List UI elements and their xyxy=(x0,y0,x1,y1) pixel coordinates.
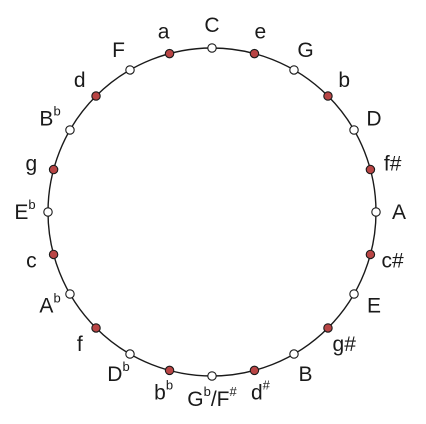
key-label: Eb xyxy=(14,197,35,224)
key-label-text: B xyxy=(39,107,53,130)
key-label-accidental: b xyxy=(122,358,129,373)
key-label-accidental: b xyxy=(53,290,60,305)
node-dot-major xyxy=(125,349,135,359)
key-label: C xyxy=(204,14,219,37)
node-dot-major xyxy=(43,207,53,217)
node-dot-major xyxy=(65,125,75,135)
key-label-text: b xyxy=(338,68,350,91)
key-label-text: D xyxy=(366,107,381,130)
key-label: g# xyxy=(333,333,357,356)
node-dot-minor xyxy=(365,164,376,175)
key-label-text: g xyxy=(26,152,38,175)
key-label-text: f xyxy=(77,333,83,356)
node-dot-minor xyxy=(164,365,175,376)
node-dot-minor xyxy=(91,91,101,101)
key-label-text: A xyxy=(39,294,53,317)
key-label: g xyxy=(26,152,38,175)
key-label: c xyxy=(26,249,37,272)
node-dot-minor xyxy=(365,249,376,260)
key-label-text: a xyxy=(158,20,170,43)
node-dot-major xyxy=(125,65,135,75)
key-label: a xyxy=(158,20,170,43)
key-label: E xyxy=(367,294,381,317)
key-label: G xyxy=(297,39,313,62)
key-label-text: f# xyxy=(384,152,402,175)
key-label-accidental: b xyxy=(28,197,35,212)
node-dot-minor xyxy=(249,48,260,59)
node-dot-major xyxy=(289,349,299,359)
key-label-text: A xyxy=(392,201,406,224)
node-dot-major xyxy=(289,65,299,75)
node-dot-minor xyxy=(164,48,175,59)
node-dot-minor xyxy=(91,323,101,333)
key-label: Gb/F# xyxy=(187,384,237,411)
node-dot-major xyxy=(65,289,75,299)
key-label-text: D xyxy=(107,362,122,385)
key-label: c# xyxy=(382,249,405,272)
key-label: Db xyxy=(107,358,129,385)
key-label-text: d xyxy=(74,68,86,91)
node-dot-minor xyxy=(48,249,59,260)
node-dot-major xyxy=(207,371,217,381)
key-label-text: c xyxy=(26,249,37,272)
key-label-accidental: # xyxy=(263,377,271,392)
node-dot-minor xyxy=(48,164,59,175)
key-label-text: C xyxy=(204,14,219,37)
node-dot-minor xyxy=(323,91,333,101)
key-label: A xyxy=(392,201,406,224)
key-label: f xyxy=(77,333,83,356)
key-label-text: e xyxy=(255,20,267,43)
node-dot-minor xyxy=(249,365,260,376)
key-label-text: b xyxy=(154,381,166,404)
node-dot-minor xyxy=(323,323,333,333)
key-label: b xyxy=(338,68,350,91)
key-label: d xyxy=(74,68,86,91)
key-label-text: g# xyxy=(333,333,357,356)
key-label: D xyxy=(366,107,381,130)
node-dot-major xyxy=(349,289,359,299)
node-dot-major xyxy=(371,207,381,217)
key-label: Bb xyxy=(39,103,60,130)
key-label-text: F xyxy=(112,39,125,62)
node-dot-major xyxy=(349,125,359,135)
key-label: Ab xyxy=(39,290,60,317)
key-label: e xyxy=(255,20,267,43)
key-label: f# xyxy=(384,152,402,175)
key-label-text: E xyxy=(367,294,381,317)
key-label-text: c# xyxy=(382,249,405,272)
key-label-text: /F xyxy=(211,388,230,411)
key-label-accidental: b xyxy=(166,377,173,392)
key-label-accidental: # xyxy=(230,384,238,399)
key-label-text: d xyxy=(251,381,263,404)
node-dot-major xyxy=(207,43,217,53)
key-label: F xyxy=(112,39,125,62)
key-label-accidental: b xyxy=(204,384,211,399)
key-label-text: E xyxy=(14,201,28,224)
key-label-text: G xyxy=(297,39,313,62)
key-label-accidental: b xyxy=(53,103,60,118)
key-label: d# xyxy=(251,377,271,404)
key-label: B xyxy=(298,362,312,385)
key-label-text: G xyxy=(187,388,203,411)
key-label: bb xyxy=(154,377,173,404)
key-label-text: B xyxy=(298,362,312,385)
